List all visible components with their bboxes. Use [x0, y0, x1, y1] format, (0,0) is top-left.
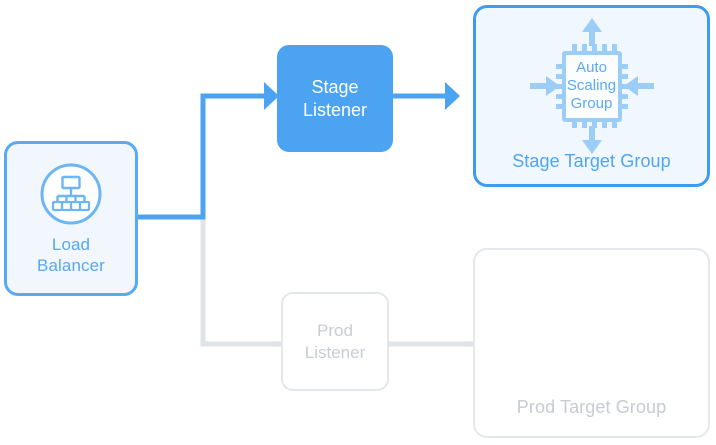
connector-junction-to-prod-listener	[200, 217, 281, 347]
arrowhead-into-stage-listener	[264, 82, 279, 110]
stage-listener-label-line1: Stage	[311, 76, 359, 97]
prod-target-group-label: Prod Target Group	[516, 397, 667, 417]
node-prod-target-group[interactable]: Prod Target Group	[473, 248, 710, 438]
node-prod-listener[interactable]: Prod Listener	[281, 292, 389, 391]
stage-target-group-label: Stage Target Group	[512, 151, 671, 171]
arrowhead-into-stage-target-group	[445, 82, 460, 110]
load-balancer-label-line2: Balancer	[37, 255, 105, 275]
load-balancer-hierarchy-icon	[39, 162, 103, 226]
stage-listener-label: Stage Listener	[303, 76, 367, 122]
prod-listener-label-line2: Listener	[304, 342, 366, 362]
stage-listener-label-line2: Listener	[302, 99, 368, 120]
node-load-balancer[interactable]: Load Balancer	[4, 141, 138, 296]
load-balancer-label: Load Balancer	[37, 234, 105, 276]
prod-listener-label-line1: Prod	[317, 320, 353, 340]
load-balancer-label-line1: Load	[51, 234, 91, 254]
node-stage-listener[interactable]: Stage Listener	[277, 45, 393, 152]
connector-load-balancer-to-stage-listener	[138, 93, 264, 220]
auto-scaling-group-chip-icon: Auto Scaling Group	[516, 16, 668, 156]
prod-listener-label: Prod Listener	[305, 320, 365, 364]
node-stage-target-group[interactable]: Auto Scaling Group Stage Target Group	[473, 5, 710, 187]
